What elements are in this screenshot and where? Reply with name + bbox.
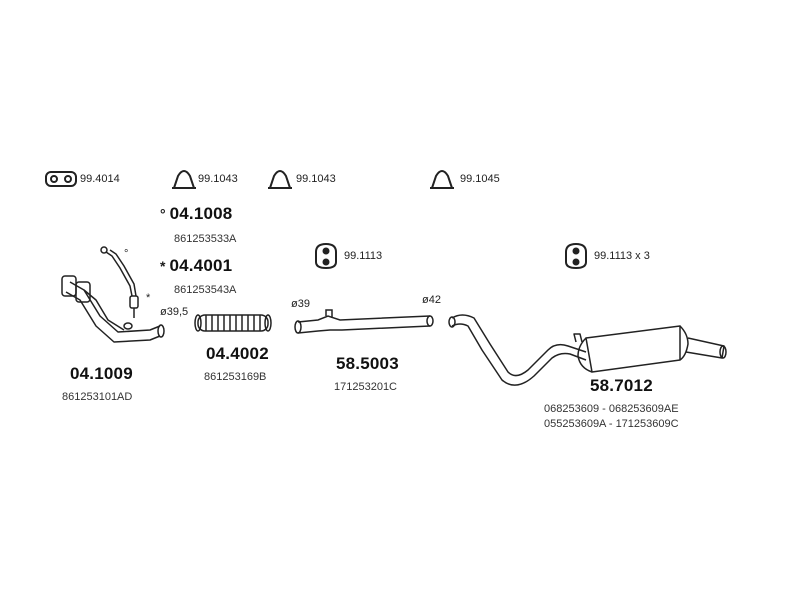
part-number: 04.1009 [70,364,133,383]
part-number: 58.5003 [336,354,399,373]
rubber-hanger-icon [565,242,587,270]
oem-number: 861253169B [204,371,267,383]
hardware-code: 99.4014 [80,173,120,185]
u-clamp-icon [268,170,292,189]
front-pipe-drawing [61,275,165,343]
part-number: 04.4001 [169,256,233,275]
hardware-code: 99.1043 [198,173,238,185]
diameter-label: ø39 [291,298,310,310]
hardware-code: 99.1045 [460,173,500,185]
hardware-code: 99.1113 [344,250,383,262]
sensor-wire-drawing [100,246,137,297]
rear-silencer-drawing [448,314,727,386]
flex-pipe-drawing [194,314,272,332]
part-number: 04.4002 [206,344,269,363]
part-number: 58.7012 [590,376,653,395]
oem-number: 861253543A [174,284,237,296]
oem-number: 861253101AD [62,391,133,403]
u-clamp-icon [172,170,196,189]
part-04-1008-label: °04.1008 [160,204,232,224]
rubber-hanger-icon [315,242,337,270]
hardware-code: 99.1113 x 3 [594,250,650,262]
middle-pipe-drawing [294,309,434,334]
oem-number: 171253201C [334,381,398,393]
diameter-label: ø39,5 [160,306,189,318]
hardware-code: 99.1043 [296,173,336,185]
star-callout: * [146,292,151,304]
flange-gasket-icon [45,171,77,187]
star-marker: * [160,258,166,274]
circle-callout: ° [124,248,129,260]
oem-number: 055253609A - 171253609C [544,418,679,430]
oem-number: 068253609 - 068253609AE [544,403,679,415]
oem-number: 861253533A [174,233,237,245]
circle-marker: ° [160,206,166,222]
u-clamp-icon [430,170,454,189]
sensor-drawing [129,295,139,318]
diameter-label: ø42 [422,294,441,306]
part-04-4001-label: *04.4001 [160,256,232,276]
part-number: 04.1008 [169,204,233,223]
